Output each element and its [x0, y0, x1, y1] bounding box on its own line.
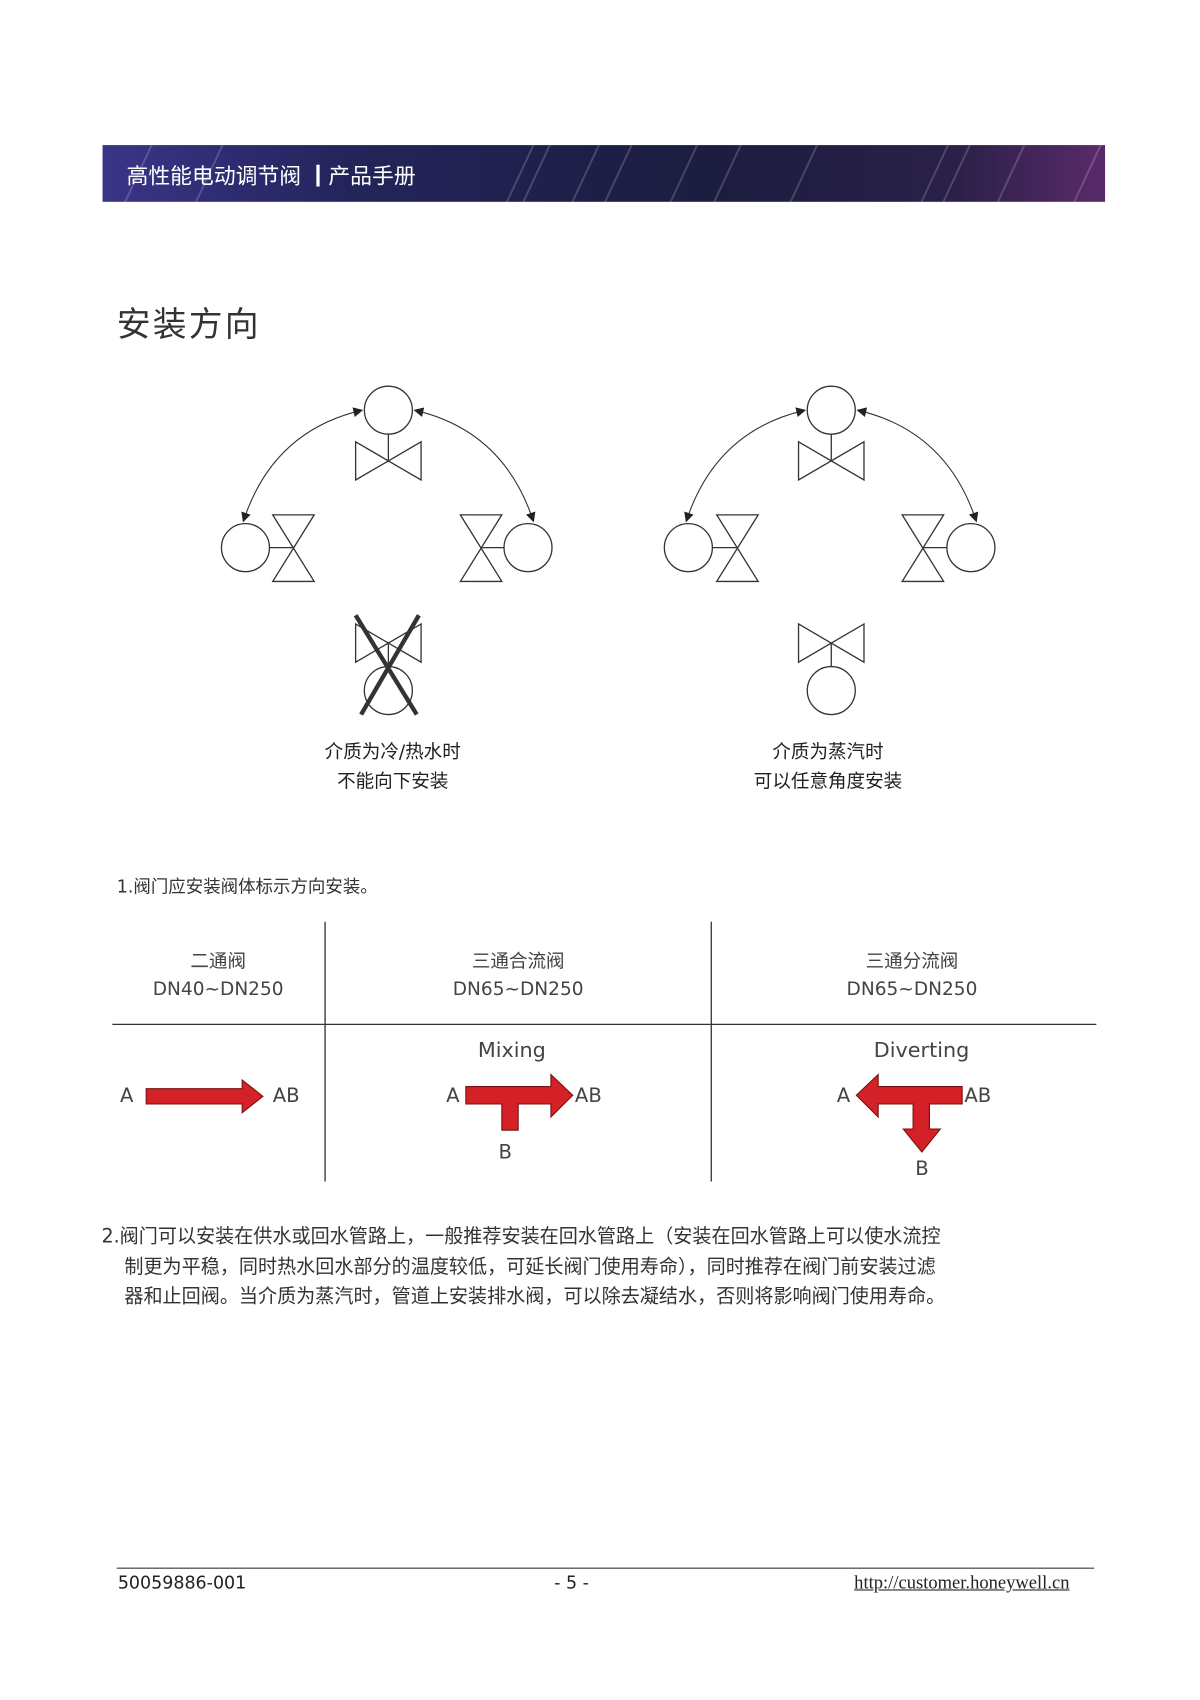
- rotation-arrow-left: [684, 407, 807, 523]
- valve-type: 三通分流阀: [865, 951, 959, 974]
- port-b: B: [915, 1157, 929, 1181]
- size-range: DN40~DN250: [152, 978, 284, 1001]
- product-name: 高性能电动调节阀: [126, 162, 302, 189]
- footer-divider: [116, 1567, 1095, 1569]
- column-header-diverting: 三通分流阀 DN65~DN250: [803, 949, 1021, 1004]
- port-a: A: [119, 1084, 134, 1108]
- diagram-water: [220, 385, 553, 716]
- caption-line: 可以任意角度安装: [753, 771, 903, 794]
- mixing-label: Mixing: [477, 1038, 546, 1063]
- note-line: 器和止回阀。当介质为蒸汽时，管道上安装排水阀，可以除去凝结水，否则将影响阀门使用…: [124, 1286, 946, 1308]
- size-range: DN65~DN250: [452, 978, 584, 1001]
- valve-upright-icon: [354, 385, 422, 482]
- diverting-label: Diverting: [873, 1038, 970, 1063]
- valve-left-icon: [220, 514, 316, 583]
- port-ab: AB: [574, 1084, 602, 1108]
- caption-line: 介质为蒸汽时: [772, 741, 884, 764]
- port-b: B: [498, 1141, 513, 1164]
- port-a: A: [836, 1084, 851, 1108]
- orientation-diagrams: [220, 385, 996, 716]
- diverting-flow-arrow: [855, 1073, 963, 1153]
- caption-steam: 介质为蒸汽时 可以任意角度安装: [686, 739, 970, 798]
- mixing-flow-arrow: [465, 1073, 574, 1131]
- port-ab: AB: [272, 1084, 300, 1108]
- document-type: 产品手册: [328, 162, 416, 189]
- note-2: 2.阀门可以安装在供水或回水管路上，一般推荐安装在回水管路上（安装在回水管路上可…: [101, 1223, 1105, 1313]
- rotation-arrow-right: [856, 407, 979, 523]
- header-title: 高性能电动调节阀产品手册: [127, 158, 416, 190]
- port-ab: AB: [964, 1084, 992, 1108]
- rotation-arrow-left: [241, 407, 364, 523]
- valve-right-icon: [900, 514, 996, 583]
- note-line: 2.阀门可以安装在供水或回水管路上，一般推荐安装在回水管路上（安装在回水管路上可…: [101, 1226, 941, 1248]
- caption-water: 介质为冷/热水时 不能向下安装: [251, 739, 535, 798]
- valve-type: 二通阀: [190, 951, 246, 974]
- valve-downward-icon: [797, 622, 865, 716]
- caption-line: 介质为冷/热水时: [324, 741, 461, 764]
- header-banner: 高性能电动调节阀产品手册: [102, 145, 1106, 202]
- valve-upright-icon: [797, 385, 865, 482]
- valve-left-icon: [663, 514, 760, 583]
- diagram-steam: [663, 385, 996, 716]
- column-header-two-way: 二通阀 DN40~DN250: [109, 949, 327, 1004]
- flow-direction-table: [112, 921, 1097, 1182]
- note-1: 1.阀门应安装阀体标示方向安装。: [116, 875, 378, 897]
- caption-line: 不能向下安装: [337, 771, 449, 794]
- straight-flow-arrow: [145, 1078, 264, 1114]
- page-number: - 5 -: [554, 1571, 589, 1593]
- valve-type: 三通合流阀: [471, 951, 565, 974]
- valve-downward-prohibited-icon: [353, 614, 422, 716]
- rotation-arrow-right: [413, 407, 536, 523]
- website-link[interactable]: http://customer.honeywell.cn: [854, 1571, 1070, 1593]
- column-header-mixing: 三通合流阀 DN65~DN250: [409, 949, 627, 1004]
- note-line: 制更为平稳，同时热水回水部分的温度较低，可延长阀门使用寿命），同时推荐在阀门前安…: [124, 1256, 936, 1278]
- separator: [316, 164, 320, 187]
- section-title: 安装方向: [116, 305, 261, 345]
- valve-right-icon: [459, 514, 553, 583]
- document-number: 50059886-001: [117, 1571, 247, 1593]
- size-range: DN65~DN250: [846, 978, 978, 1001]
- port-a: A: [446, 1084, 460, 1108]
